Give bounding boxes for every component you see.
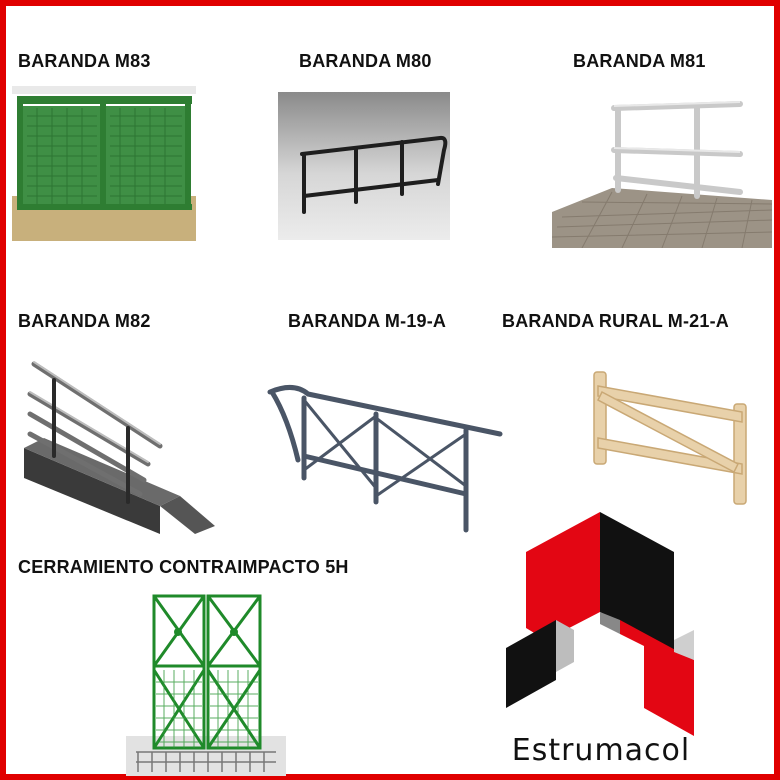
label-baranda-m81: BARANDA M81	[573, 51, 706, 71]
image-baranda-m81	[552, 92, 772, 248]
label-baranda-m82: BARANDA M82	[18, 311, 151, 331]
image-cerramiento-contraimpacto	[126, 586, 286, 776]
logo-estrumacol	[500, 512, 700, 736]
image-baranda-m83	[12, 86, 196, 241]
image-baranda-m80	[278, 92, 450, 240]
label-cerramiento-contraimpacto: CERRAMIENTO CONTRAIMPACTO 5H	[18, 557, 349, 577]
image-baranda-m82	[20, 356, 220, 536]
label-baranda-m80: BARANDA M80	[299, 51, 432, 71]
label-baranda-m19a: BARANDA M-19-A	[288, 311, 447, 331]
logo-wordmark: Estrumacol	[511, 733, 691, 768]
label-baranda-m83: BARANDA M83	[18, 51, 151, 71]
label-baranda-m21a: BARANDA RURAL M-21-A	[502, 311, 729, 331]
image-baranda-m19a	[264, 378, 504, 536]
image-baranda-m21a	[592, 368, 758, 508]
